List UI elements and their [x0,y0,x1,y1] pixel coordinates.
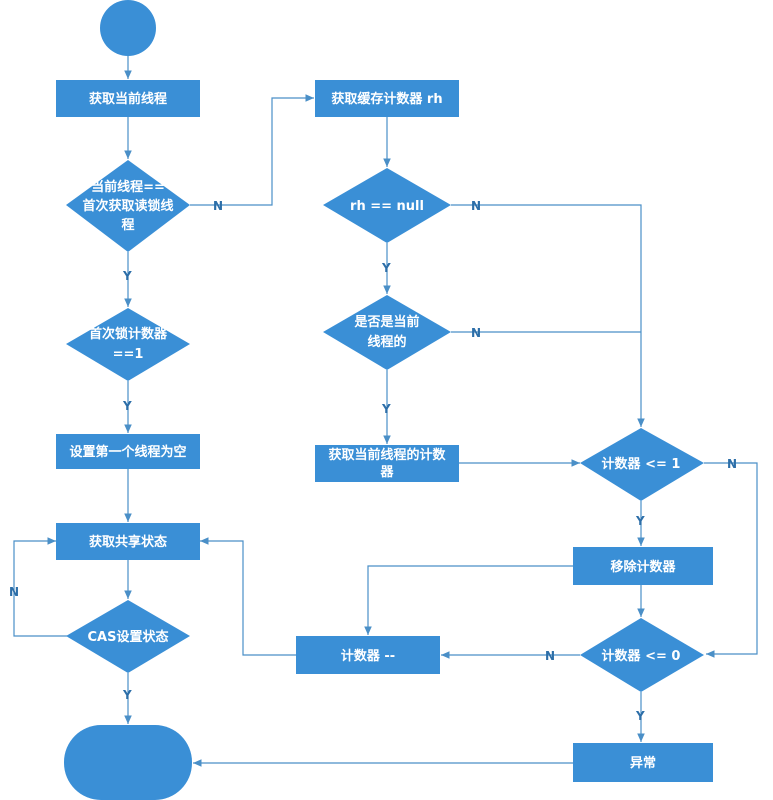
edge-rh-null-no [451,204,645,427]
counter-le-0-label: 计数器 <= 0 [602,648,681,664]
set-first-reader-null-label: 设置第一个线程为空 [69,444,186,460]
label-rh-null-yes: Y [381,261,391,275]
get-cached-counter-node: 获取缓存计数器 rh [315,80,459,117]
first-reader-count-check-node: 首次锁计数器 ==1 [66,308,190,381]
first-reader-check-node: 当前线程== 首次获取读锁线 程 [66,160,190,252]
is-current-thread-line1: 是否是当前 [353,314,419,330]
start-node [100,0,156,56]
label-cas-no: N [9,585,19,599]
label-le0-yes: Y [635,709,645,723]
get-shared-state-node: 获取共享状态 [56,523,200,560]
exception-label: 异常 [630,755,656,771]
cas-set-state-node: CAS设置状态 [66,600,190,673]
edge-le1-no [704,462,758,658]
label-rh-null-no: N [471,199,481,213]
edge-decrement-to-shared-state [200,537,296,656]
cas-set-state-label: CAS设置状态 [88,629,169,645]
rh-null-check-label: rh == null [350,199,424,214]
get-current-thread-counter-node: 获取当前线程的计数 器 [315,445,459,482]
is-current-thread-check-node: 是否是当前 线程的 [323,295,451,370]
edge-first-reader-no [190,94,314,206]
label-is-current-yes: Y [381,402,391,416]
first-reader-check-line2: 首次获取读锁线 [82,198,173,214]
first-reader-check-line3: 程 [121,218,134,233]
set-first-reader-null-node: 设置第一个线程为空 [56,434,200,469]
edge-labels: N Y Y N Y N Y N Y N Y N Y [9,199,737,723]
end-node [64,725,192,800]
edge-remove-to-decrement [364,565,573,635]
first-reader-count-line1: 首次锁计数器 [89,326,168,342]
label-le1-no: N [727,457,737,471]
counter-decrement-node: 计数器 -- [296,636,440,674]
label-first-reader-no: N [213,199,223,213]
label-cas-yes: Y [122,688,132,702]
label-le0-no: N [545,649,555,663]
get-cached-counter-label: 获取缓存计数器 rh [331,91,442,107]
is-current-thread-line2: 线程的 [367,334,406,350]
counter-le-1-node: 计数器 <= 1 [580,428,704,501]
edge-cas-no-loop [13,537,67,637]
get-current-thread-node: 获取当前线程 [56,80,200,117]
remove-counter-label: 移除计数器 [610,559,676,575]
edges [13,55,758,767]
counter-le-1-label: 计数器 <= 1 [602,456,681,472]
get-shared-state-label: 获取共享状态 [89,534,167,550]
get-current-thread-counter-line2: 器 [379,465,394,480]
get-current-thread-label: 获取当前线程 [89,91,167,107]
label-first-count-yes: Y [122,399,132,413]
get-current-thread-counter-line1: 获取当前线程的计数 [328,447,446,463]
counter-le-0-node: 计数器 <= 0 [580,618,704,692]
counter-decrement-label: 计数器 -- [341,648,395,664]
label-le1-yes: Y [635,514,645,528]
label-is-current-no: N [471,326,481,340]
first-reader-check-line1: 当前线程== [91,179,165,195]
rh-null-check-node: rh == null [323,168,451,243]
exception-node: 异常 [573,743,713,782]
first-reader-count-line2: ==1 [113,347,144,362]
remove-counter-node: 移除计数器 [573,547,713,585]
label-first-reader-yes: Y [122,269,132,283]
